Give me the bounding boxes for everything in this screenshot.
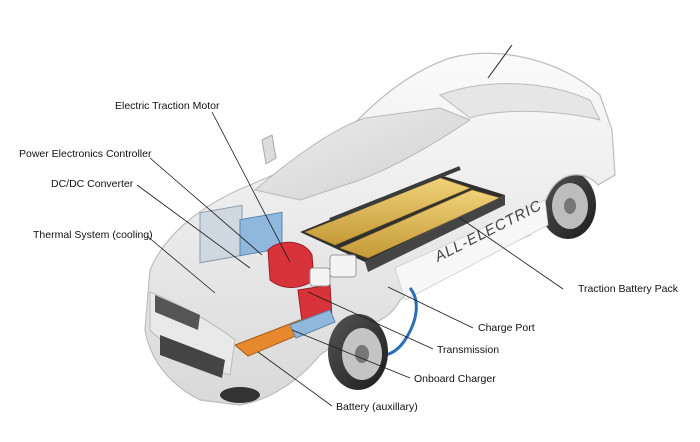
side-mirror (261, 134, 277, 165)
windshield (253, 107, 472, 201)
antenna (487, 44, 513, 79)
label-thermal-system: Thermal System (cooling) (33, 229, 153, 241)
side-panel (394, 199, 549, 301)
rear-window (438, 83, 601, 121)
label-onboard-charger: Onboard Charger (414, 373, 496, 385)
label-dcdc-converter: DC/DC Converter (51, 178, 134, 190)
label-power-electronics-controller: Power Electronics Controller (19, 148, 152, 160)
leader-lines (136, 111, 564, 407)
label-charge-port: Charge Port (478, 322, 535, 334)
label-traction-battery-pack: Traction Battery Pack (578, 283, 678, 295)
grille (160, 335, 225, 378)
rear-wheel (540, 171, 596, 239)
label-battery-auxillary: Battery (auxillary) (336, 401, 418, 413)
label-electric-traction-motor: Electric Traction Motor (115, 100, 220, 112)
label-transmission: Transmission (437, 344, 500, 356)
front-components (199, 204, 357, 357)
front-tire-left (220, 387, 260, 403)
battery-pack-graphic (300, 166, 505, 272)
headlight (155, 295, 200, 330)
front-wheel (328, 314, 388, 390)
